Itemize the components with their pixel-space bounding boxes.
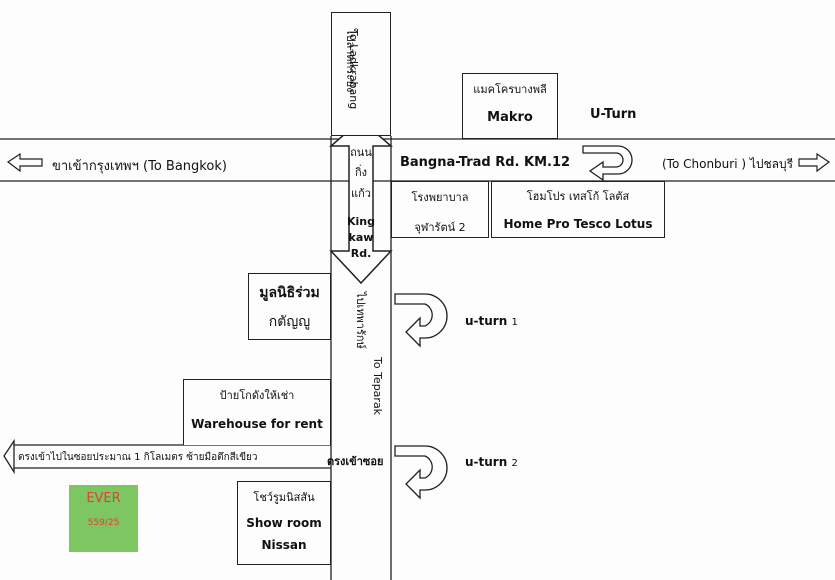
showroom-th-label: โชว์รูมนิสสัน <box>253 491 315 504</box>
warehouse-th-label: ป้ายโกดังให้เช่า <box>219 389 295 402</box>
kingkaew-th-1: ถนน <box>350 146 372 159</box>
hospital-label-2: จุฬารัตน์ 2 <box>414 221 466 234</box>
homepro-en-label: Home Pro Tesco Lotus <box>503 217 653 231</box>
warehouse-box <box>183 379 331 445</box>
uturn-2-icon <box>394 445 448 500</box>
main-road-label: Bangna-Trad Rd. KM.12 <box>400 155 571 170</box>
makro-en-label: Makro <box>487 110 533 125</box>
foundation-label-2: กตัญญู <box>268 314 311 330</box>
uturn-1-number: 1 <box>511 317 518 328</box>
uturn-2-text: u-turn <box>465 455 508 469</box>
soi-direction-label: ตรงเข้าไปในซอยประมาณ 1 กิโลเมตร ซ้ายมือต… <box>18 452 258 463</box>
foundation-box <box>248 273 331 340</box>
hospital-box <box>391 181 489 238</box>
uturn-2-label: u-turn 2 <box>465 455 518 469</box>
showroom-label-1: Show room <box>246 516 322 530</box>
homepro-box <box>491 181 665 238</box>
kingkaew-th-2: กิ่ง <box>354 166 368 179</box>
to-teparak-en-label: To Teparak <box>371 357 384 416</box>
ladkrabang-box <box>331 12 391 136</box>
hospital-label-1: โรงพยาบาล <box>411 191 469 204</box>
arrow-to-chonburi-icon <box>798 152 831 173</box>
arrow-to-bangkok-icon <box>6 152 43 173</box>
makro-th-label: แมคโครบางพลี <box>473 83 547 96</box>
kingkaew-en-3: Rd. <box>350 247 372 260</box>
showroom-label-2: Nissan <box>261 538 307 552</box>
warehouse-en-label: Warehouse for rent <box>191 417 323 431</box>
to-bangkok-label: ขาเข้ากรุงเทพฯ (To Bangkok) <box>52 159 227 174</box>
kingkaew-double-arrow-icon <box>328 119 394 285</box>
soi-entrance-label: ตรงเข้าซอย <box>327 455 384 468</box>
homepro-th-label: โฮมโปร เทสโก้ โลตัส <box>526 190 630 203</box>
main-uturn-icon <box>582 145 633 182</box>
main-uturn-label: U-Turn <box>590 107 637 122</box>
kingkaew-en-2: kaw <box>348 231 374 244</box>
uturn-1-label: u-turn 1 <box>465 314 518 328</box>
destination-name: EVER <box>86 491 121 506</box>
uturn-1-text: u-turn <box>465 314 508 328</box>
uturn-1-icon <box>394 293 448 348</box>
foundation-label-1: มูลนิธิร่วม <box>259 285 320 301</box>
to-ladkrabang-en-label: To Ladkrabang <box>347 29 360 110</box>
to-teparak-th-label: ไปเทพารักษ์ <box>354 292 367 349</box>
kingkaew-en-1: King <box>347 215 375 228</box>
uturn-2-number: 2 <box>511 458 518 469</box>
destination-number: 559/25 <box>87 518 120 528</box>
soi-arrow-head <box>3 438 15 475</box>
makro-box <box>462 73 558 139</box>
destination-green-building: EVER 559/25 <box>69 485 138 552</box>
showroom-box <box>237 481 331 565</box>
to-chonburi-label: (To Chonburi ) ไปชลบุรี <box>662 157 794 171</box>
kingkaew-th-3: แก้ว <box>351 187 371 200</box>
